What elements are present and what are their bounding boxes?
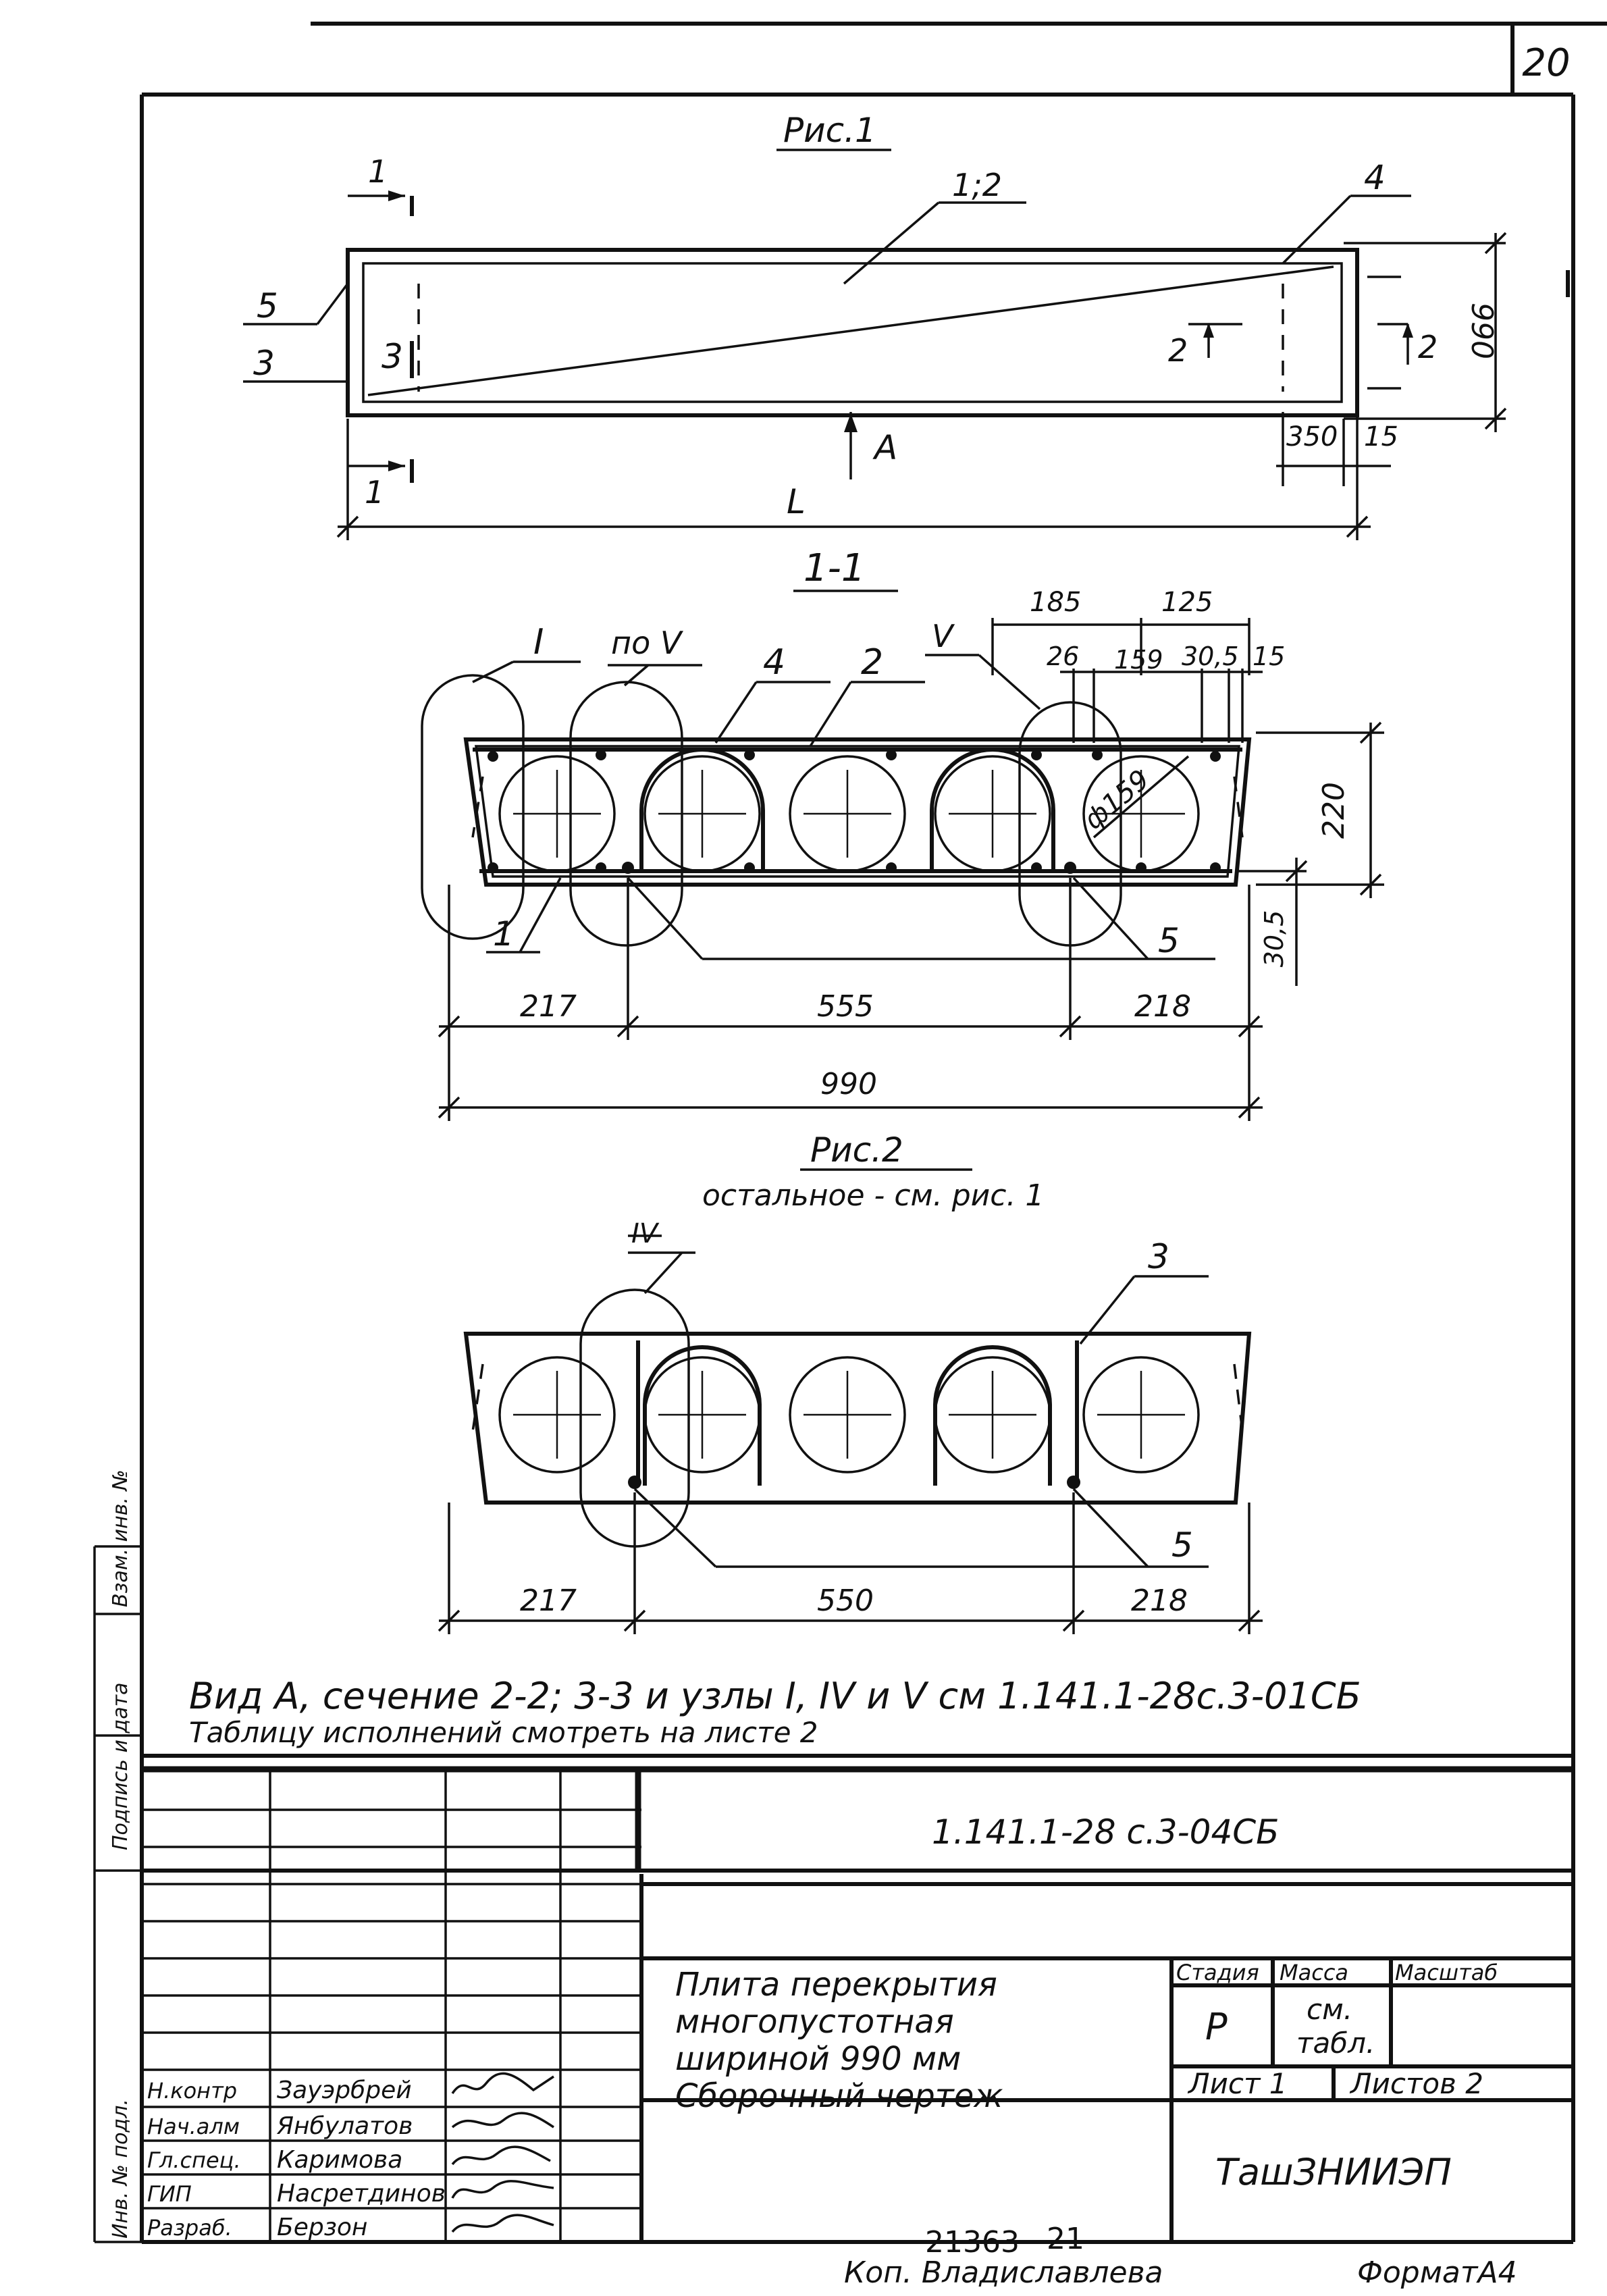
fig1-section1-top: 1 [368, 153, 388, 190]
fig1-dim-width: 990 [1465, 303, 1499, 359]
section11-node-v-ref: по V [611, 625, 684, 661]
copied-by-text: Коп. Владиславлева [844, 2255, 1163, 2290]
sheet-frame [93, 22, 1607, 1873]
signer-name: Берзон [277, 2214, 367, 2241]
fig2-dim-218: 218 [1131, 1584, 1188, 1618]
fig1-label-pos3-outer: 3 [253, 344, 275, 383]
signers: Н.контр Зауэрбрей Нач.алм Янбулатов Гл.с… [147, 2077, 446, 2241]
section11-dim-218: 218 [1134, 989, 1191, 1024]
fig2-dim-550: 550 [817, 1584, 874, 1618]
note-line-2: Таблицу исполнений смотреть на листе 2 [189, 1716, 818, 1749]
section11-pos1: 1 [493, 914, 515, 954]
section11-dim-total: 990 [820, 1067, 877, 1101]
page-number: 20 [1522, 41, 1570, 85]
title-header-stage: Стадия [1176, 1960, 1259, 1985]
signer-role: Нач.алм [147, 2114, 240, 2139]
title-name-1: Плита перекрытия [675, 1966, 997, 2004]
stamp-extra: 21 [1047, 2222, 1084, 2256]
title-mass-value-1: см. [1307, 1993, 1352, 2026]
section-1-1: 1-1 [421, 546, 1384, 1121]
title-name-3: шириной 990 мм [675, 2040, 961, 2078]
signer-name: Насретдинов [277, 2180, 446, 2208]
signer-name: Зауэрбрей [277, 2077, 412, 2104]
title-header-scale: Масштаб [1395, 1960, 1498, 1985]
section11-dim-185: 185 [1030, 587, 1081, 618]
section11-pos4: 4 [763, 642, 785, 683]
title-name-2: многопустотная [675, 2003, 954, 2041]
section11-dim-305-side: 30,5 [1259, 910, 1289, 968]
section11-dim-height: 220 [1317, 782, 1351, 839]
section11-dim-555: 555 [817, 989, 874, 1024]
title-org: ТашЗНИИЭП [1215, 2151, 1452, 2193]
section11-node-v: V [932, 618, 955, 654]
fig1-section1-bottom: 1 [365, 474, 384, 511]
fig2-title: Рис.2 [810, 1130, 903, 1170]
title-name-4: Сборочный чертеж [675, 2077, 1003, 2115]
title-stage-value: Р [1205, 2006, 1228, 2048]
fig1-label-pos4: 4 [1364, 158, 1386, 197]
note-line-1: Вид А, сечение 2-2; 3-3 и узлы I, IV и V… [189, 1675, 1361, 1717]
section11-pos2: 2 [861, 642, 883, 683]
section11-dim-217: 217 [520, 989, 577, 1024]
section11-diameter: ф159 [1078, 764, 1155, 835]
fig2-pos3: 3 [1148, 1237, 1169, 1276]
fig2-voids [498, 1356, 1200, 1473]
title-code: 1.141.1-28 с.3-04СБ [932, 1812, 1279, 1852]
title-block [93, 1754, 1575, 2244]
side-stamp-inv-repl: Взам. инв. № [109, 1469, 132, 1607]
fig1-label-pos5: 5 [257, 286, 278, 325]
fig1-plan: Рис.1 1 1 1;2 4 5 3 3 2 [243, 111, 1507, 540]
section11-dim-305-top: 30,5 [1182, 642, 1239, 671]
signer-name: Каримова [277, 2146, 402, 2174]
title-header-mass: Масса [1280, 1960, 1348, 1985]
section11-bars [488, 750, 1221, 874]
fig2-dim-217: 217 [520, 1584, 577, 1618]
signer-name: Янбулатов [276, 2112, 413, 2140]
fig2-subtitle: остальное - см. рис. 1 [702, 1178, 1044, 1213]
side-stamp-sign-date: Подпись и дата [109, 1683, 132, 1851]
side-stamp-inv-orig-vert: Инв. № подл. [109, 2099, 132, 2239]
fig1-section2-left: 2 [1168, 332, 1188, 369]
section11-dim-26: 26 [1047, 642, 1079, 671]
format-text: ФорматА4 [1357, 2255, 1517, 2290]
fig1-label-pos3-inner: 3 [381, 337, 403, 376]
section11-dim-159: 159 [1114, 645, 1163, 675]
fig1-dim-length: L [787, 482, 806, 521]
section11-title: 1-1 [804, 546, 865, 590]
fig1-dim-15: 15 [1364, 421, 1398, 452]
title-sheets: Листов 2 [1349, 2067, 1483, 2100]
fig1-label-pos12: 1;2 [952, 167, 1002, 203]
signer-role: Гл.спец. [147, 2147, 241, 2173]
fig1-section2-right: 2 [1418, 329, 1438, 365]
section11-dim-15: 15 [1253, 642, 1285, 671]
title-mass-value-2: табл. [1296, 2027, 1375, 2060]
section11-dim-125: 125 [1161, 587, 1213, 618]
fig1-view-a: А [872, 428, 897, 467]
fig1-title: Рис.1 [783, 111, 876, 150]
fig2-pos5: 5 [1171, 1525, 1193, 1565]
bottom-caption: Коп. Владиславлева ФорматА4 [844, 2255, 1587, 2293]
stamp-number: 21363 [925, 2225, 1020, 2260]
signature-scribbles [451, 2072, 554, 2233]
fig2-node-iv: IV [631, 1218, 660, 1249]
signer-role: ГИП [147, 2181, 192, 2207]
fig2: Рис.2 остальное - см. рис. 1 IV [438, 1130, 1263, 1634]
title-sheet: Лист 1 [1187, 2067, 1288, 2100]
signer-role: Разраб. [147, 2215, 232, 2241]
signer-role: Н.контр [147, 2078, 237, 2104]
fig1-dim-350: 350 [1286, 421, 1338, 452]
section11-node-i: I [533, 622, 544, 662]
section11-pos5: 5 [1158, 921, 1180, 960]
